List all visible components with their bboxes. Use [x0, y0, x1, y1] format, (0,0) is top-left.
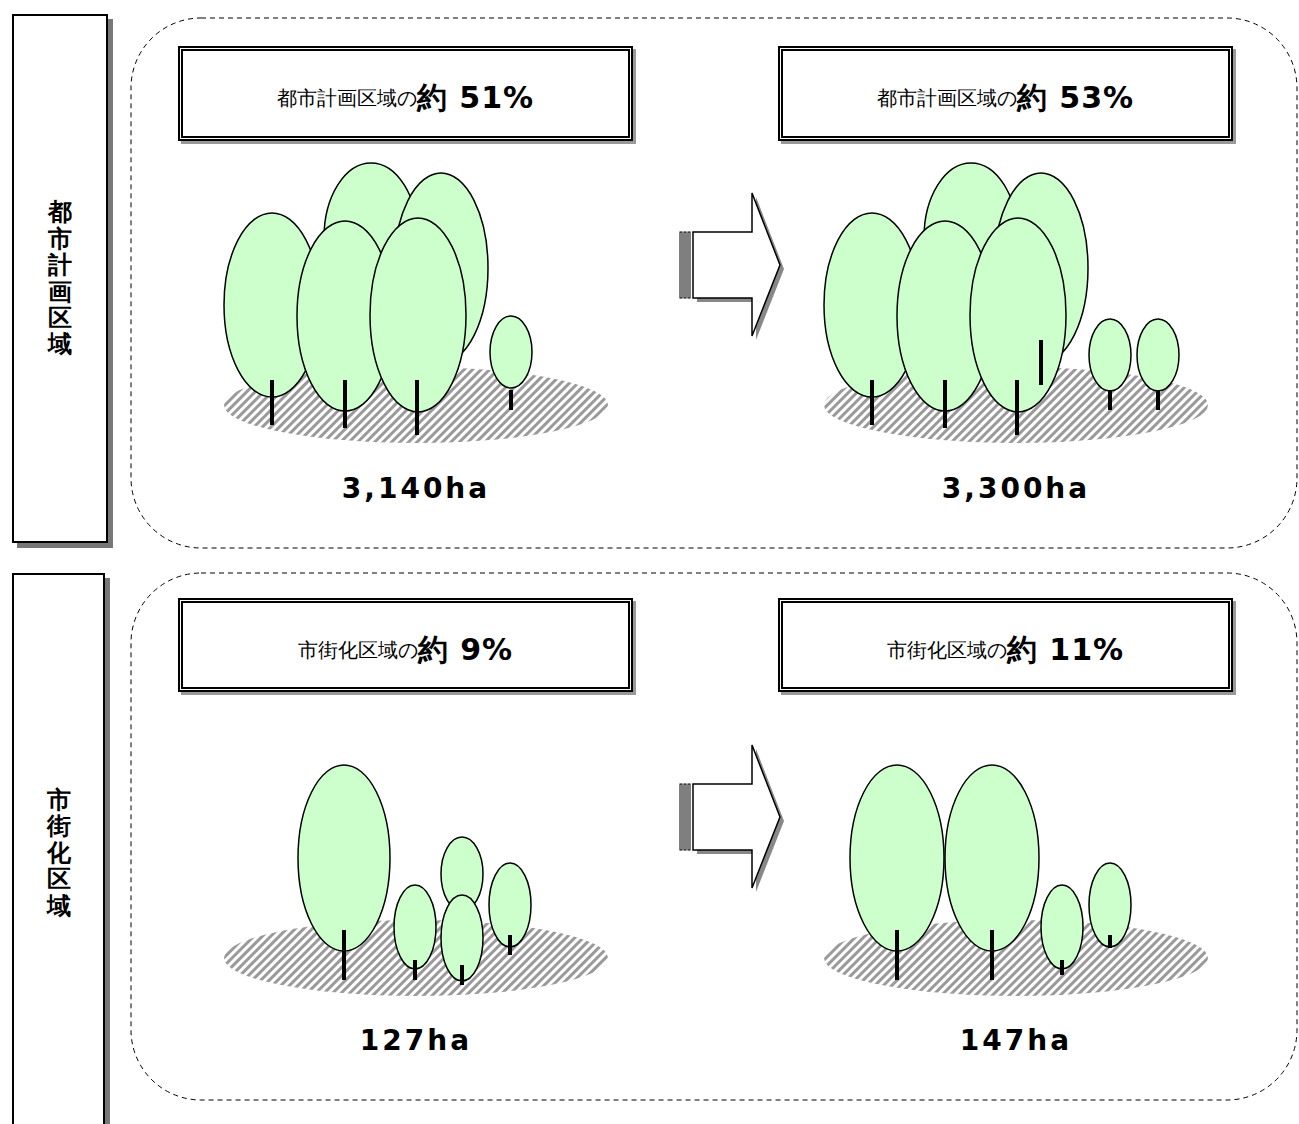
arrow-tail-line [688, 232, 690, 298]
tree-trunk [895, 930, 899, 980]
tree-illustration [224, 163, 1208, 996]
tree-trunk [270, 380, 274, 425]
ratio-caption: 市街化区域の [298, 637, 418, 664]
tree-crown [945, 765, 1039, 951]
tree-group [224, 163, 608, 443]
ratio-box: 都市計画区域の約 53% [778, 46, 1233, 141]
tree-trunk [460, 965, 464, 985]
tree-crown [850, 765, 944, 951]
tree-crown [1041, 885, 1083, 969]
ratio-value: 約 11% [1007, 630, 1124, 671]
arrow-tail-line [680, 232, 682, 298]
tree-trunk [990, 930, 994, 980]
ratio-value: 約 9% [418, 630, 513, 671]
tree-crown [489, 863, 531, 947]
tree-trunk [1039, 340, 1043, 385]
tree-trunk [1108, 935, 1112, 948]
tree-crown [1089, 863, 1131, 947]
tree-crown [298, 765, 390, 951]
section-title: 市街化区域 [47, 787, 71, 919]
tree-trunk [508, 935, 512, 955]
tree-trunk [415, 380, 419, 435]
area-value: 3,300ha [942, 472, 1090, 505]
tree-crown [490, 316, 532, 388]
area-value: 127ha [360, 1024, 472, 1057]
arrow-body [693, 193, 780, 336]
ratio-box: 都市計画区域の約 51% [178, 46, 633, 141]
arrow-tail-line [684, 232, 686, 298]
block-arrow [680, 193, 784, 340]
arrow-body [693, 745, 780, 888]
tree-trunk [343, 380, 347, 428]
tree-group [224, 765, 608, 996]
ratio-value: 約 53% [1017, 78, 1134, 119]
ratio-box: 市街化区域の約 11% [778, 598, 1233, 692]
tree-trunk [1156, 390, 1160, 410]
ratio-caption: 都市計画区域の [277, 85, 417, 112]
arrow-tail-line [684, 784, 686, 850]
block-arrows [680, 193, 784, 892]
tree-trunk [1060, 960, 1064, 975]
area-value: 147ha [960, 1024, 1072, 1057]
arrow-tail-line [680, 784, 682, 850]
area-value: 3,140ha [342, 472, 490, 505]
tree-trunk [1108, 390, 1112, 410]
section-title: 都市計画区域 [48, 199, 72, 357]
ratio-value: 約 51% [417, 78, 534, 119]
tree-trunk [342, 930, 346, 980]
tree-trunk [870, 380, 874, 425]
tree-trunk [509, 390, 513, 410]
panel-outline [131, 18, 1297, 548]
section-label-box: 市街化区域 [12, 573, 105, 1124]
ratio-box: 市街化区域の約 9% [178, 598, 633, 692]
panel-outline [131, 573, 1297, 1100]
tree-trunk [413, 960, 417, 980]
tree-trunk [943, 380, 947, 428]
tree-group [824, 163, 1208, 443]
tree-group [824, 765, 1208, 996]
tree-crown [394, 885, 436, 969]
ratio-caption: 市街化区域の [887, 637, 1007, 664]
arrow-tail-line [688, 784, 690, 850]
tree-trunk [1015, 380, 1019, 435]
block-arrow [680, 745, 784, 892]
tree-crown [1089, 319, 1131, 391]
tree-crown [1137, 319, 1179, 391]
ratio-caption: 都市計画区域の [877, 85, 1017, 112]
section-label-box: 都市計画区域 [12, 14, 108, 543]
